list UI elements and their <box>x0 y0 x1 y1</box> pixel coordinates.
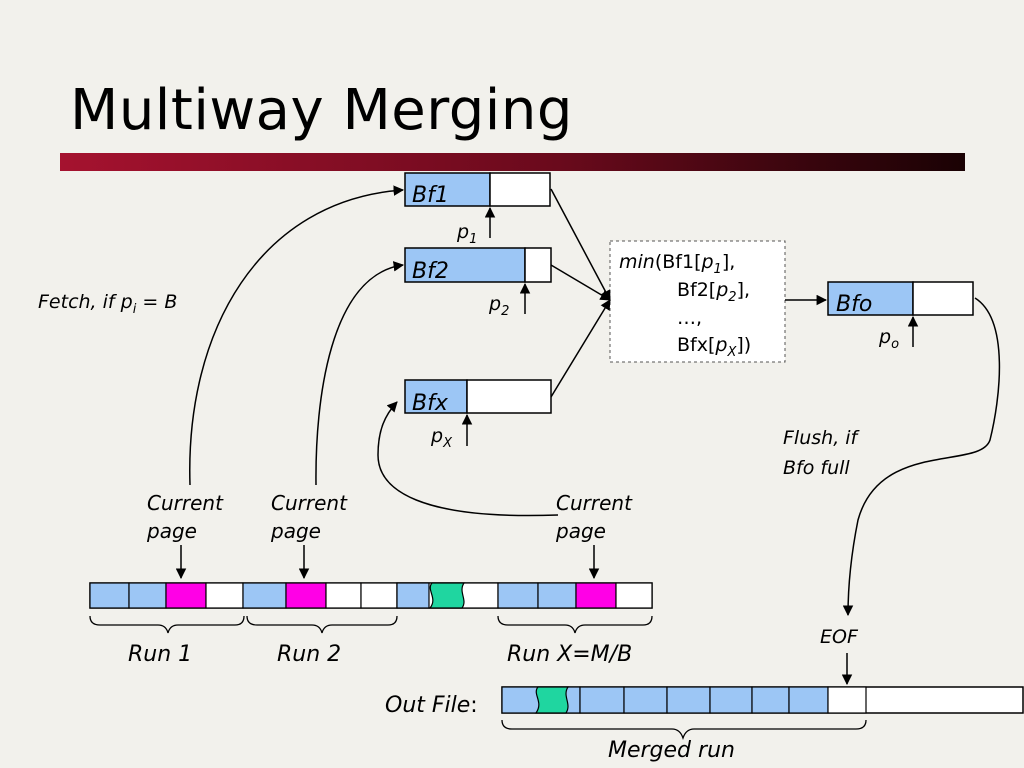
bfx-to-min-arrow <box>550 299 611 398</box>
fetch-label: Fetch, if pi = B <box>38 291 177 317</box>
bfo-empty-area <box>912 281 974 316</box>
page-cell <box>788 686 829 714</box>
current-page-line1: Current <box>271 491 348 515</box>
bf1-empty-area <box>489 172 551 207</box>
runx-label: Run X=M/B <box>507 642 632 667</box>
page-cell <box>537 582 577 609</box>
fetch-curve-runx <box>377 401 559 517</box>
runx-brace <box>497 615 653 634</box>
bf2-empty-area <box>524 247 552 283</box>
min-line-1: min(Bf1[p1], <box>619 251 735 277</box>
omitted-runs-blob <box>428 582 466 609</box>
bf1-label: Bf1 <box>412 183 449 208</box>
page-cell <box>325 582 362 609</box>
bfo-label: Bfo <box>836 292 872 317</box>
bf1-to-min-arrow <box>550 188 611 301</box>
fetch-curve-run2 <box>315 261 405 486</box>
out-file-label: Out File: <box>385 693 478 718</box>
bfx-empty-area <box>466 379 552 414</box>
bf2-pointer-label: p2 <box>488 293 509 319</box>
page-cell <box>623 686 668 714</box>
min-line-2: Bf2[p2], <box>677 279 750 305</box>
bf2-to-min-arrow <box>550 264 611 301</box>
min-line-3: …, <box>677 307 702 329</box>
buffer-bf2: Bf2 p2 <box>404 247 552 319</box>
run1-label: Run 1 <box>128 642 192 667</box>
page-cell <box>205 582 244 609</box>
page-cell <box>615 582 653 609</box>
current-page-line2: page <box>270 519 321 543</box>
page-cell <box>709 686 753 714</box>
current-page-run2: Current page <box>270 491 348 580</box>
bf1-pointer-label: p1 <box>456 221 477 247</box>
bfx-pointer-label: pX <box>430 425 453 451</box>
flush-label-line1: Flush, if <box>783 427 861 449</box>
current-page-line2: page <box>146 519 197 543</box>
bfx-filled-area <box>404 379 468 414</box>
bf2-label: Bf2 <box>412 259 449 284</box>
current-page-line1: Current <box>556 491 633 515</box>
eof-label: EOF <box>820 626 859 648</box>
buffer-bfo: Bfo po <box>827 281 974 352</box>
page-cell <box>242 582 287 609</box>
bfo-filled-area <box>827 281 914 316</box>
merged-run-brace <box>501 719 867 741</box>
flush-label-line2: Bfo full <box>783 457 850 479</box>
bfx-label: Bfx <box>412 391 449 416</box>
bfo-pointer-label: po <box>878 326 899 352</box>
current-page-cell <box>285 582 327 609</box>
output-file-strip <box>501 686 1024 714</box>
min-box-frame <box>609 240 786 363</box>
bf1-filled-area <box>404 172 491 207</box>
omitted-pages-blob <box>534 686 570 714</box>
page-cell <box>360 582 398 609</box>
current-page-line1: Current <box>147 491 224 515</box>
merged-run-label: Merged run <box>608 738 735 763</box>
flush-curve <box>842 297 1001 617</box>
min-line-4: Bfx[pX]) <box>677 334 751 360</box>
page-cell <box>128 582 167 609</box>
buffer-bfx: Bfx pX <box>404 379 552 451</box>
fetch-curve-run1 <box>189 185 405 486</box>
run1-brace <box>89 615 245 634</box>
current-page-run1: Current page <box>146 491 224 580</box>
current-page-cell <box>575 582 617 609</box>
eof-page-cell <box>827 686 867 714</box>
run2-label: Run 2 <box>277 642 341 667</box>
slide-title: Multiway Merging <box>70 78 573 143</box>
page-cell <box>751 686 790 714</box>
page-cell <box>89 582 130 609</box>
page-cell <box>497 582 539 609</box>
page-cell <box>396 582 430 609</box>
run2-brace <box>246 615 398 634</box>
current-page-cell <box>165 582 207 609</box>
page-cell <box>666 686 711 714</box>
input-file-strip <box>89 582 653 609</box>
current-page-line2: page <box>555 519 606 543</box>
page-cell <box>579 686 625 714</box>
current-page-runx: Current page <box>555 491 633 580</box>
min-function-box: min(Bf1[p1], Bf2[p2], …, Bfx[pX]) <box>609 240 786 363</box>
title-underline-bar <box>60 153 965 171</box>
buffer-bf1: Bf1 p1 <box>404 172 551 247</box>
